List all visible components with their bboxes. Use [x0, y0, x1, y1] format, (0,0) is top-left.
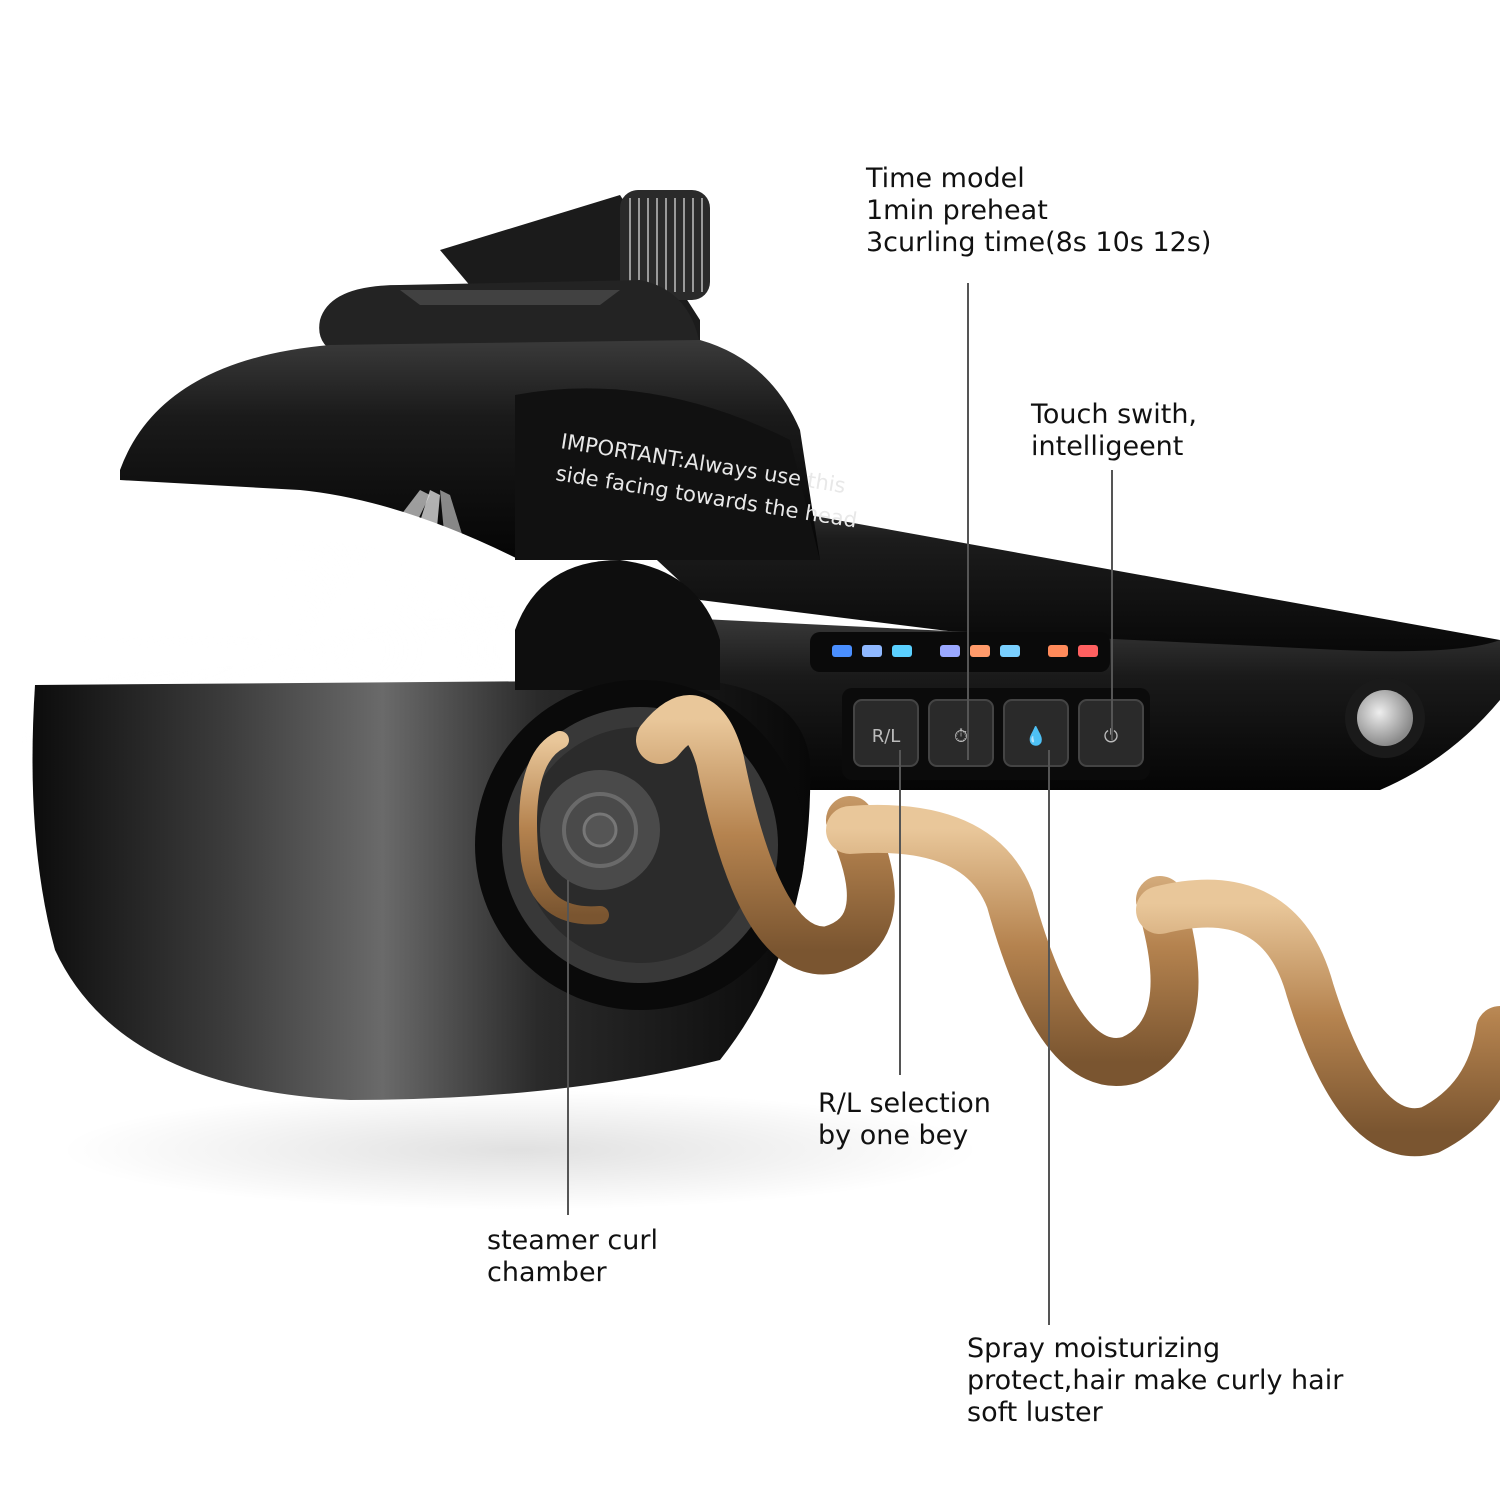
callout-steamer-chamber: steamer curl chamber [487, 1225, 658, 1288]
indicator-led [1048, 645, 1068, 657]
callout-time-model: Time model 1min preheat 3curling time(8s… [866, 163, 1212, 258]
warning-plate [515, 388, 820, 560]
callout-rl-selection: R/L selection by one bey [818, 1088, 991, 1151]
barrel-ring [562, 792, 638, 868]
indicator-led [940, 645, 960, 657]
barrel-center [582, 812, 618, 848]
button-glyph: ⏱ [954, 726, 968, 747]
rl-button[interactable]: R/L [853, 699, 919, 767]
button-glyph: 💧 [1025, 725, 1047, 747]
hair-spiral [636, 695, 1500, 1157]
callout-touch-switch: Touch swith, intelligeent [1031, 399, 1198, 462]
indicator-led [1078, 645, 1098, 657]
hair-wrap [519, 731, 609, 925]
indicator-led [892, 645, 912, 657]
indicator-led [832, 645, 852, 657]
callout-spray: Spray moisturizing protect,hair make cur… [967, 1333, 1344, 1428]
timer-button[interactable]: ⏱ [928, 699, 994, 767]
spray-button[interactable]: 💧 [1003, 699, 1069, 767]
indicator-led [1000, 645, 1020, 657]
top-cap-highlight [400, 290, 620, 305]
chamber-cap [515, 560, 720, 690]
button-glyph: R/L [872, 726, 901, 747]
indicator-led [970, 645, 990, 657]
indicator-led [862, 645, 882, 657]
floor-shadow [60, 1090, 980, 1210]
handle-knob-cap [1357, 690, 1413, 746]
